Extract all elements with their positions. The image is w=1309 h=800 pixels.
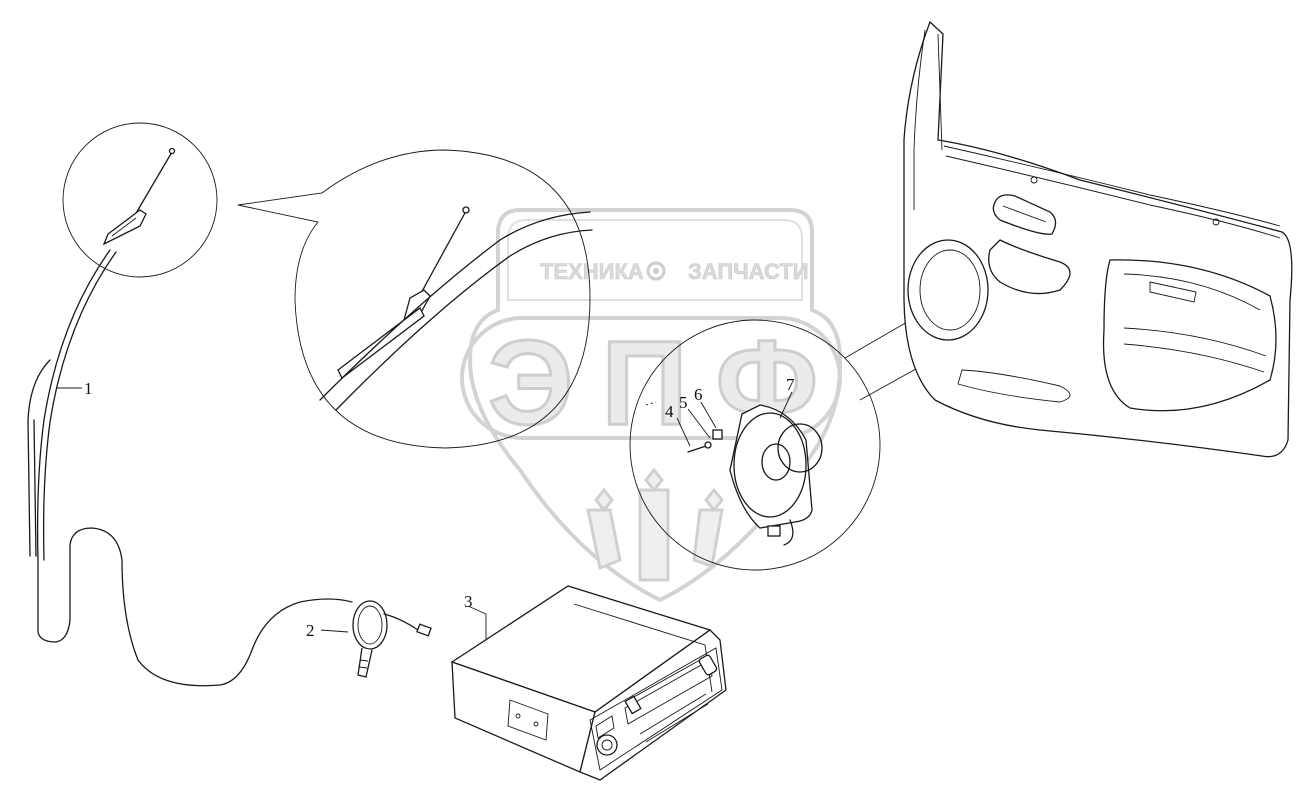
speaker-detail bbox=[629, 299, 969, 571]
gear-icon bbox=[646, 261, 666, 281]
callout-5: 5 bbox=[679, 393, 688, 412]
callout-4: 4 bbox=[665, 402, 674, 421]
radio-unit bbox=[450, 585, 727, 781]
cable-clamp bbox=[352, 600, 432, 678]
watermark: ТЕХНИКА ЗАПЧАСТИ ЭПФ bbox=[460, 208, 843, 603]
callout-3: 3 bbox=[464, 592, 473, 611]
antenna-detail-small bbox=[62, 122, 218, 278]
watermark-text-left: ТЕХНИКА bbox=[540, 259, 644, 284]
wheat-icon bbox=[586, 467, 724, 582]
callout-6: 6 bbox=[694, 385, 703, 404]
callout-2: 2 bbox=[306, 621, 315, 640]
watermark-text-right: ЗАПЧАСТИ bbox=[688, 259, 809, 284]
antenna-detail-large bbox=[237, 149, 593, 449]
leader-lines bbox=[56, 387, 793, 640]
callouts: 1 2 3 4 5 6 7 bbox=[84, 375, 795, 640]
callout-1: 1 bbox=[84, 379, 93, 398]
door-panel bbox=[903, 20, 1293, 458]
callout-7: 7 bbox=[786, 375, 795, 394]
antenna-cable bbox=[27, 249, 353, 687]
